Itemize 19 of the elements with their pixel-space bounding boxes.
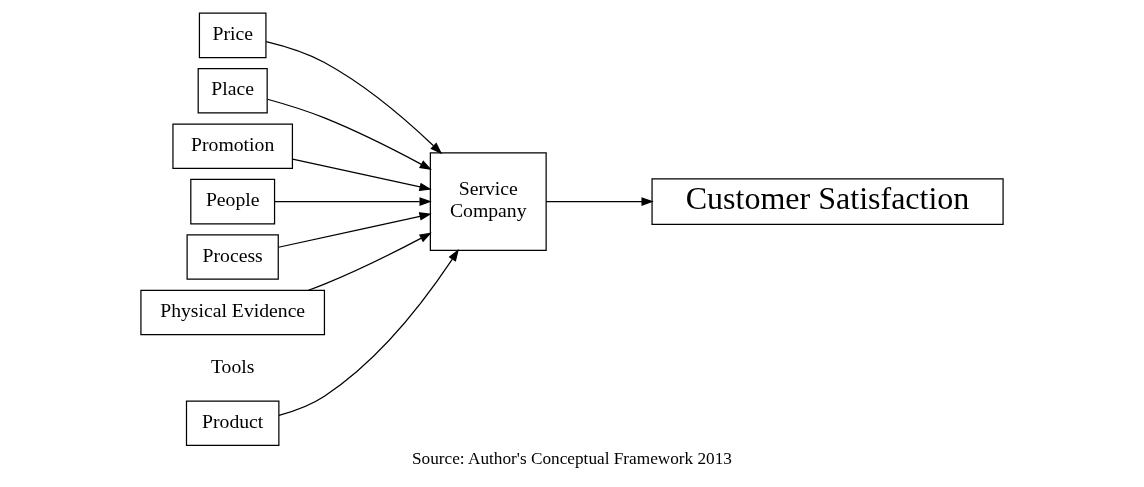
node-box: Service Company xyxy=(429,152,547,251)
arrow xyxy=(292,158,432,192)
label: Tools xyxy=(210,354,255,377)
node-box: Product xyxy=(185,400,280,447)
node-box: Promotion xyxy=(172,123,294,169)
arrow xyxy=(265,40,443,155)
arrow xyxy=(273,197,432,206)
node-box: People xyxy=(190,178,276,225)
node-box: Place xyxy=(197,68,268,114)
arrow xyxy=(545,197,654,206)
arrow xyxy=(307,232,432,291)
arrow xyxy=(266,98,432,170)
node-box: Customer Satisfaction xyxy=(651,178,1004,226)
node-box: Process xyxy=(186,234,279,280)
arrow xyxy=(278,249,459,416)
arrow xyxy=(277,212,432,248)
node-box: Price xyxy=(198,12,267,59)
caption: Source: Author's Conceptual Framework 2013 xyxy=(412,449,732,469)
node-box: Physical Evidence xyxy=(140,289,326,336)
